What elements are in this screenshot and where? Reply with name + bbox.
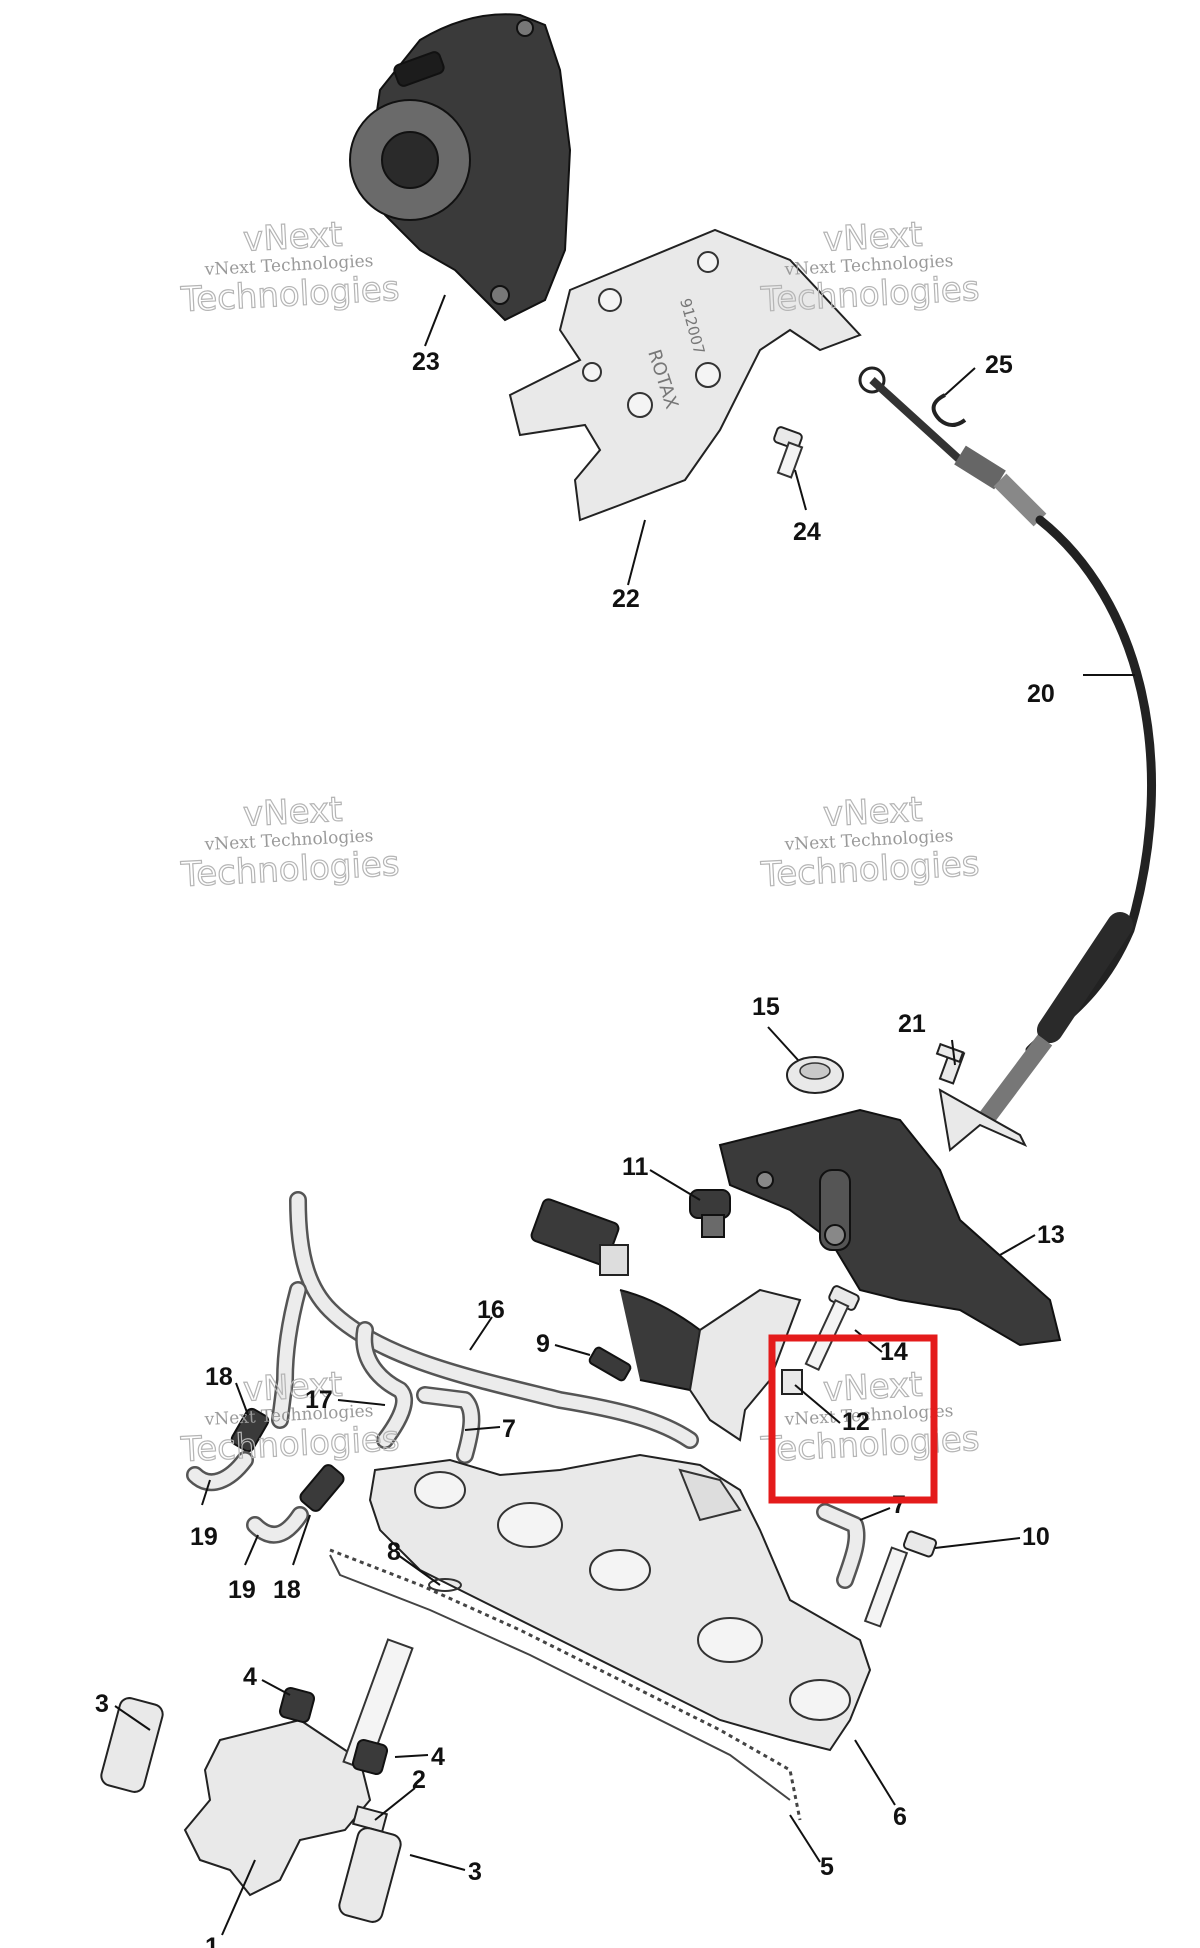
callout-5: 5: [820, 1853, 834, 1881]
svg-text:vNext: vNext: [242, 790, 343, 835]
watermark-bottom-right: vNext Technologies vNext Technologies: [759, 1364, 981, 1471]
cover-housing-part-6[interactable]: [368, 1453, 872, 1752]
spring-part-4-left[interactable]: [278, 1686, 316, 1724]
callout-1: 1: [205, 1933, 219, 1948]
callout-13: 13: [1037, 1221, 1065, 1249]
callout-3-left: 3: [95, 1690, 109, 1718]
callout-10: 10: [1022, 1523, 1050, 1551]
callout-24: 24: [793, 518, 821, 546]
callout-18-upper: 18: [205, 1363, 233, 1391]
check-valve-part-18-lower[interactable]: [298, 1463, 346, 1514]
svg-text:vNext: vNext: [242, 215, 343, 260]
callout-19-upper: 19: [190, 1523, 218, 1551]
plug-part-11[interactable]: [689, 1189, 731, 1238]
watermark-top-right: vNext Technologies vNext Technologies: [759, 214, 981, 321]
callout-15: 15: [752, 993, 780, 1021]
screw-part-21[interactable]: [935, 1042, 966, 1085]
elbow-part-7-lower[interactable]: [816, 1503, 866, 1589]
leader-lines: [114, 294, 1135, 1936]
gasket-part-5[interactable]: [329, 1548, 802, 1821]
lower-bracket-part-1[interactable]: [183, 1638, 414, 1897]
bushing-part-3-left[interactable]: [99, 1696, 165, 1794]
hose-part-16[interactable]: [271, 1191, 699, 1449]
callout-2: 2: [412, 1766, 426, 1794]
callout-22: 22: [612, 585, 640, 613]
elbow-part-7-upper[interactable]: [416, 1386, 481, 1464]
hose-part-19-upper[interactable]: [186, 1451, 254, 1492]
callout-3-right: 3: [468, 1858, 482, 1886]
mounting-bracket-part-22[interactable]: 912007 ROTAX: [508, 228, 862, 522]
svg-text:vNext: vNext: [822, 1365, 923, 1410]
callout-4-right: 4: [431, 1743, 445, 1771]
spacer-part-12[interactable]: [781, 1369, 803, 1395]
callout-23: 23: [412, 348, 440, 376]
callout-11: 11: [622, 1153, 649, 1181]
sensor-connector[interactable]: [530, 1198, 802, 1442]
callout-19-lower: 19: [228, 1576, 256, 1604]
svg-text:vNext: vNext: [242, 1365, 343, 1410]
svg-text:vNext: vNext: [822, 215, 923, 260]
callout-18-lower: 18: [273, 1576, 301, 1604]
callout-17: 17: [305, 1386, 333, 1414]
bolt-part-14[interactable]: [804, 1285, 860, 1372]
washer-part-15[interactable]: [786, 1056, 844, 1094]
callout-7-upper: 7: [502, 1415, 516, 1443]
pin-part-9[interactable]: [588, 1346, 632, 1382]
callout-25: 25: [985, 351, 1013, 379]
hose-part-17[interactable]: [355, 1321, 413, 1449]
bolt-part-24[interactable]: [773, 426, 804, 479]
clip-part-25[interactable]: [931, 393, 967, 427]
actuator-motor-part-23[interactable]: [349, 13, 572, 322]
watermark-top-left: vNext Technologies vNext Technologies: [179, 214, 401, 321]
watermark-mid-right: vNext Technologies vNext Technologies: [759, 789, 981, 896]
shift-cable-part-20[interactable]: [858, 366, 1156, 1152]
hose-part-19-lower[interactable]: [246, 1506, 309, 1544]
bushing-part-3-right[interactable]: [337, 1826, 403, 1924]
callout-20: 20: [1027, 680, 1055, 708]
lever-housing-part-13[interactable]: [718, 1108, 1062, 1347]
callout-12: 12: [842, 1408, 870, 1436]
svg-text:vNext: vNext: [822, 790, 923, 835]
spring-part-4-right[interactable]: [351, 1738, 389, 1776]
callout-16: 16: [477, 1296, 505, 1324]
callout-21: 21: [898, 1010, 926, 1038]
bolt-part-10[interactable]: [863, 1530, 938, 1628]
callout-labels: 1 2 3 3 4 4 5 6 7 7 8 9 10 11 12 13 14 1…: [95, 348, 1065, 1948]
callout-9: 9: [536, 1330, 550, 1358]
callout-4-left: 4: [243, 1663, 257, 1691]
highlight-box: [768, 1334, 938, 1504]
callout-8: 8: [387, 1538, 401, 1566]
callout-7-lower: 7: [892, 1491, 906, 1519]
o-ring-part-8[interactable]: [428, 1578, 462, 1592]
callout-6: 6: [893, 1803, 907, 1831]
check-valve-part-18-upper[interactable]: [230, 1407, 271, 1454]
watermark-mid-left: vNext Technologies vNext Technologies: [179, 789, 401, 896]
callout-14: 14: [880, 1338, 908, 1366]
